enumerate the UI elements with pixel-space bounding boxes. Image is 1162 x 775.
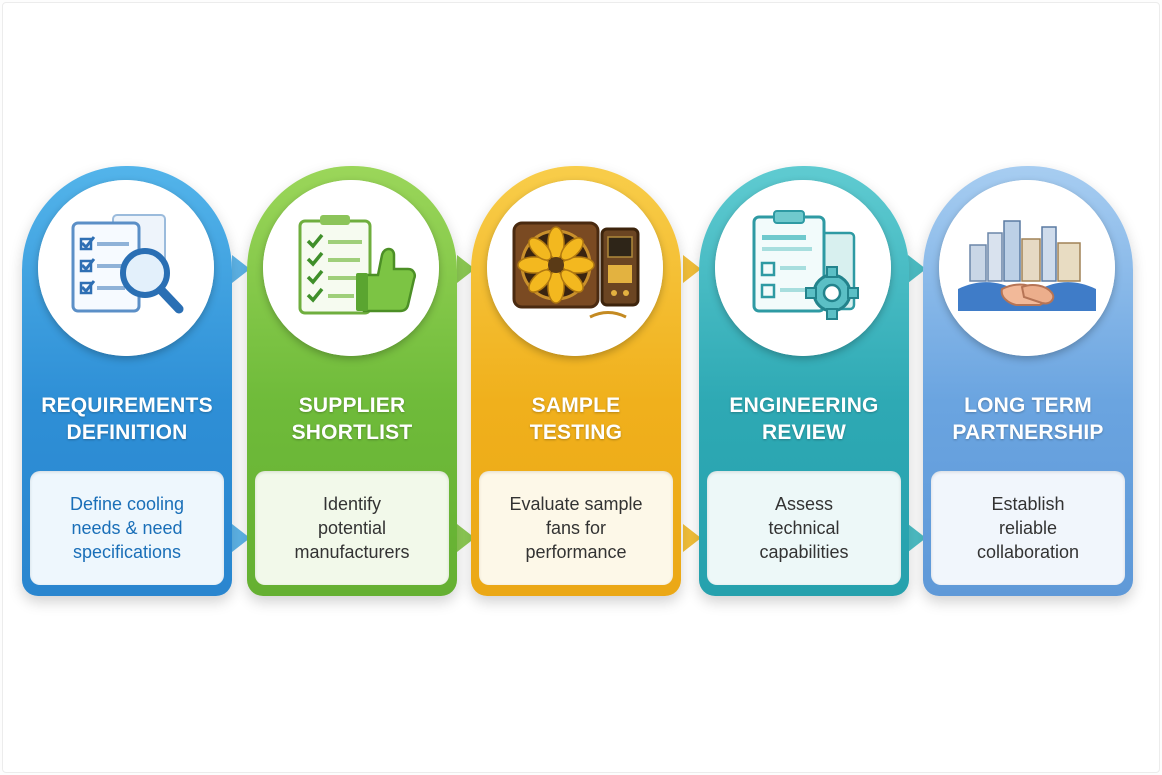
step-description-box: Assess technical capabilities — [707, 471, 901, 585]
step-icon-circle — [715, 180, 891, 356]
connector-arrow-1-upper — [232, 255, 250, 283]
step-title-line-1: ENGINEERING — [729, 394, 879, 417]
step-title: SUPPLIER SHORTLIST — [251, 392, 453, 446]
step-description-box: Evaluate sample fans for performance — [479, 471, 673, 585]
checklist-magnifier-icon — [71, 214, 184, 314]
step-title-line-2: TESTING — [529, 421, 623, 444]
step-description-line-1: Identify — [322, 494, 382, 514]
step-card-sample-testing: SAMPLE TESTING Evaluate sample fans for … — [471, 166, 681, 596]
step-card-supplier-shortlist: SUPPLIER SHORTLIST Identify potential ma… — [247, 166, 457, 596]
step-description-line-3: performance — [525, 542, 627, 562]
step-card-requirements-definition: REQUIREMENTS DEFINITION Define cooling n… — [22, 166, 232, 596]
clipboard-gear-icon — [752, 210, 859, 320]
step-card-long-term-partnership: LONG TERM PARTNERSHIP Establish reliable… — [923, 166, 1133, 596]
step-description-line-2: potential — [317, 518, 387, 538]
step-description-line-2: needs & need — [71, 518, 183, 538]
step-icon-circle — [487, 180, 663, 356]
handshake-city-icon — [958, 220, 1096, 311]
connector-arrow-3-lower — [683, 524, 701, 552]
step-description-line-2: fans for — [545, 518, 606, 538]
connector-arrow-4-lower — [908, 524, 926, 552]
step-title-line-1: SUPPLIER — [298, 394, 406, 417]
step-description-box: Establish reliable collaboration — [931, 471, 1125, 585]
step-description-box: Identify potential manufacturers — [255, 471, 449, 585]
step-description-box: Define cooling needs & need specificatio… — [30, 471, 224, 585]
step-title-line-2: PARTNERSHIP — [952, 421, 1104, 444]
step-title-line-2: SHORTLIST — [291, 421, 413, 444]
connector-arrow-3-upper — [683, 255, 701, 283]
step-description-line-3: collaboration — [976, 542, 1080, 562]
step-title: SAMPLE TESTING — [475, 392, 677, 446]
step-title-line-2: DEFINITION — [66, 421, 188, 444]
step-card-engineering-review: ENGINEERING REVIEW Assess technical capa… — [699, 166, 909, 596]
step-description-line-2: reliable — [998, 518, 1058, 538]
step-title-line-2: REVIEW — [761, 421, 847, 444]
connector-arrow-4-upper — [908, 255, 926, 283]
checklist-thumbs-up-icon — [298, 215, 416, 315]
step-description-line-3: specifications — [72, 542, 182, 562]
step-title-line-1: SAMPLE — [531, 394, 621, 417]
step-description-line-3: manufacturers — [294, 542, 410, 562]
step-description-line-1: Evaluate sample — [509, 494, 643, 514]
step-title: ENGINEERING REVIEW — [703, 392, 905, 446]
connector-arrow-2-upper — [457, 255, 475, 283]
step-description-line-3: capabilities — [759, 542, 849, 562]
step-icon-circle — [939, 180, 1115, 356]
step-title: REQUIREMENTS DEFINITION — [26, 392, 228, 446]
step-icon-circle — [38, 180, 214, 356]
step-title: LONG TERM PARTNERSHIP — [927, 392, 1129, 446]
step-description-line-1: Define cooling — [69, 494, 185, 514]
connector-arrow-2-lower — [457, 524, 475, 552]
step-icon-circle — [263, 180, 439, 356]
fan-tester-icon — [512, 221, 640, 319]
step-description-line-1: Establish — [991, 494, 1065, 514]
step-description-line-2: technical — [768, 518, 840, 538]
step-description-line-1: Assess — [774, 494, 834, 514]
connector-arrow-1-lower — [232, 524, 250, 552]
step-title-line-1: LONG TERM — [964, 394, 1092, 417]
step-title-line-1: REQUIREMENTS — [41, 394, 213, 417]
